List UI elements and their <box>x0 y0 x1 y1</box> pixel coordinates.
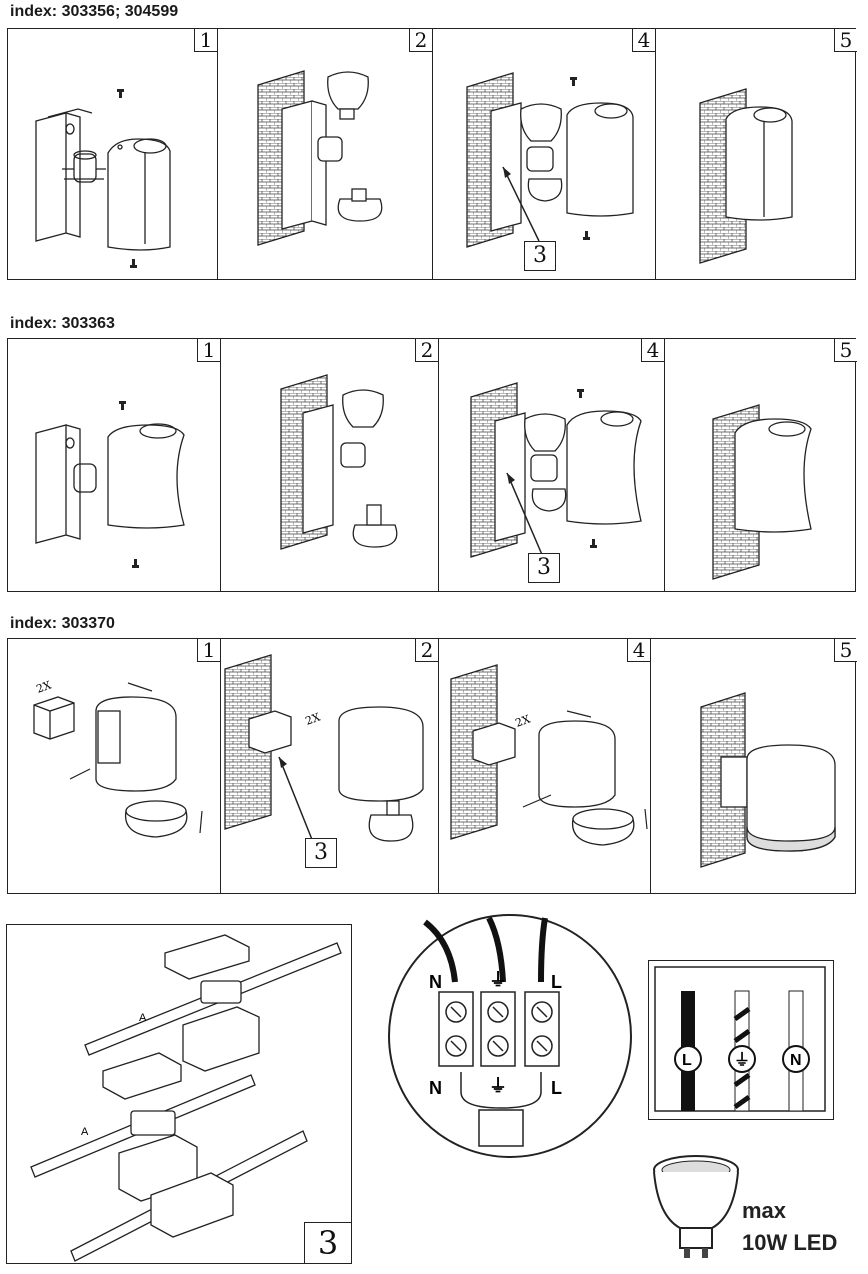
section-index-label: index: 303363 <box>10 315 115 332</box>
step-illustration <box>470 382 642 558</box>
arrow-icon <box>69 682 203 834</box>
screw-icon <box>583 231 590 240</box>
step-number: 2 <box>415 339 438 362</box>
instruction-row-3: 1 2X 2 2X 3 4 <box>7 638 857 894</box>
terminal-label-top: ⏚ <box>489 970 507 991</box>
junction-detail-panel: A A 3 <box>6 924 352 1264</box>
step-number: 1 <box>197 639 220 662</box>
arrow-icon <box>506 472 544 558</box>
junction-box-illustration: A A <box>30 934 342 1262</box>
step-panel: 4 3 <box>433 29 656 279</box>
step-panel: 5 <box>665 339 857 591</box>
multiplier-label: 2X <box>35 678 54 695</box>
detail-callout: 3 <box>524 241 556 271</box>
step-number: 1 <box>197 339 220 362</box>
arrow-icon <box>522 710 648 830</box>
step-number: 5 <box>834 639 857 662</box>
step-number: 2 <box>415 639 438 662</box>
detail-number: 3 <box>304 1222 351 1263</box>
step-panel: 2 2X 3 <box>221 639 439 893</box>
wire-symbol: N <box>790 1052 802 1069</box>
screw-icon <box>577 389 584 398</box>
screw-icon <box>132 559 139 568</box>
section-index-label: index: 303370 <box>10 615 115 632</box>
max-label: max <box>742 1198 787 1223</box>
terminal-label-bottom: L <box>551 1078 562 1098</box>
step-panel: 1 2X <box>8 639 221 893</box>
screw-icon <box>119 401 126 410</box>
step-panel: 4 2X <box>439 639 651 893</box>
step-illustration <box>712 404 812 580</box>
arrow-icon <box>502 166 540 242</box>
max-wattage-label: 10W LED <box>742 1230 838 1255</box>
step-illustration <box>466 72 634 248</box>
step-illustration: 2X <box>450 664 648 846</box>
step-illustration <box>35 401 185 568</box>
section-index-label: index: 303356; 304599 <box>10 3 179 20</box>
step-panel: 2 <box>221 339 439 591</box>
wire-symbol: L <box>682 1052 692 1069</box>
step-number: 2 <box>409 29 432 52</box>
step-number: 4 <box>627 639 650 662</box>
step-panel: 4 3 <box>439 339 665 591</box>
step-number: 5 <box>834 29 857 52</box>
screw-icon <box>117 89 124 98</box>
wire-legend-illustration: L ⏚ N <box>654 966 826 1112</box>
screw-icon <box>130 259 137 268</box>
step-panel: 1 <box>8 339 221 591</box>
terminal-block-diagram: N ⏚ L N ⏚ L <box>388 914 632 1158</box>
step-number: 4 <box>632 29 655 52</box>
step-panel: 5 <box>656 29 857 279</box>
step-illustration <box>257 70 383 246</box>
cable-label: A <box>81 1126 89 1138</box>
step-illustration: 2X <box>33 678 203 838</box>
step-panel: 2 <box>218 29 433 279</box>
multiplier-label: 2X <box>304 710 323 727</box>
arrow-icon <box>278 756 316 848</box>
detail-callout: 3 <box>528 553 560 583</box>
multiplier-label: 2X <box>514 712 533 729</box>
terminal-label-bottom: N <box>429 1078 442 1098</box>
terminal-label-top: L <box>551 972 562 992</box>
screw-icon <box>570 77 577 86</box>
step-illustration <box>700 692 836 868</box>
wire-symbol: ⏚ <box>734 1050 750 1069</box>
detail-callout: 3 <box>305 838 337 868</box>
step-illustration <box>35 89 171 268</box>
step-number: 1 <box>194 29 217 52</box>
step-number: 5 <box>834 339 857 362</box>
step-panel: 1 <box>8 29 218 279</box>
instruction-row-2: 1 2 4 <box>7 338 857 592</box>
step-illustration <box>699 88 793 264</box>
step-illustration: 2X <box>224 654 424 848</box>
instruction-row-1: 1 2 4 <box>7 28 857 280</box>
cable-label: A <box>139 1012 147 1024</box>
terminal-label-top: N <box>429 972 442 992</box>
step-illustration <box>280 374 398 550</box>
screw-icon <box>590 539 597 548</box>
step-panel: 5 <box>651 639 857 893</box>
terminal-label-bottom: ⏚ <box>489 1076 507 1097</box>
gu10-bulb-icon <box>653 1155 739 1258</box>
step-number: 4 <box>641 339 664 362</box>
wire-legend-panel: L ⏚ N <box>648 960 834 1120</box>
